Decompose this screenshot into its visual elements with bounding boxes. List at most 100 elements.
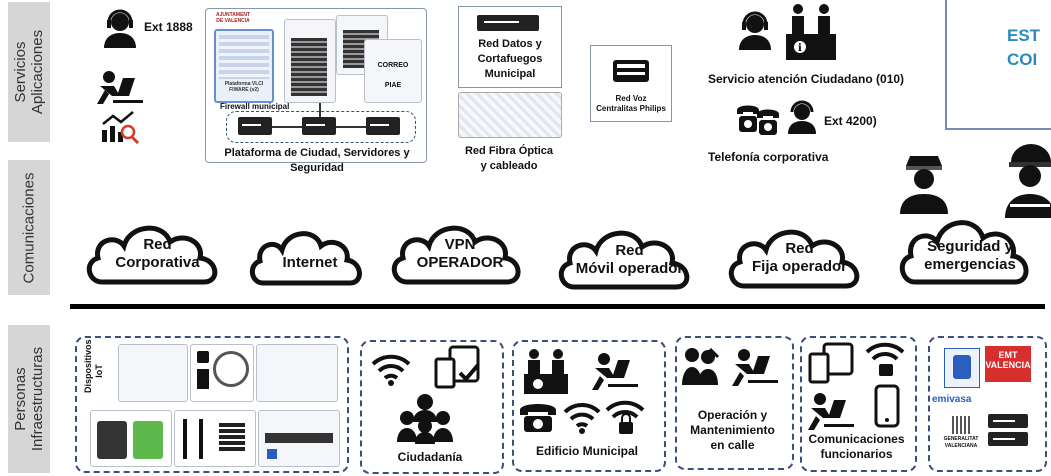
analytics-search-icon [102,111,140,144]
cloud-red-movil[interactable]: Red Móvil operador [552,222,707,297]
operacion-label: Operación y Mantenimiento en calle [690,408,775,452]
comunicaciones-funcionarios-label: Comunicaciones funcionarios [808,432,905,461]
cloud-shape-icon [728,229,860,289]
cloud-shape-icon [899,220,1029,285]
ayuntamiento-logo: AJUNTAMENT DE VALENCIA [216,12,251,24]
iot-sensor-thumbnail-1 [118,344,188,402]
cloud-shape-icon [558,230,690,290]
cloud-label-red-fija: Red Fija operador [751,240,848,275]
headset-agent-icon-3 [788,100,816,134]
strategy-callout: EST COI [945,0,1051,130]
telephone-icon [520,404,556,432]
person-computer-icon [97,71,143,104]
router-icon [477,15,539,31]
red-datos-label: Red Datos y Cortafuegos Municipal [477,38,543,80]
correo-label: CORREO [377,62,409,69]
generalitat-label: GENERALITAT VALENCIANA [943,436,979,449]
phone-switch-icon [613,60,649,82]
wifi-icon-2 [563,402,601,434]
edificio-municipal-group[interactable] [512,340,666,472]
cloud-red-corporativa[interactable]: Red Corporativa [80,212,235,292]
ext-1888-label: Ext 1888 [144,20,193,34]
band-personas: Personas Infraestructuras [8,325,50,473]
iot-sound-meter-thumbnail [190,344,254,402]
correo-piae-panel: CORREO PIAE [364,39,422,103]
server-icon-5 [988,432,1028,446]
cloud-red-fija[interactable]: Red Fija operador [722,216,877,296]
telephones-icon [737,105,779,135]
iot-lamps-thumbnail [174,410,256,467]
band-servicios: Servicios Aplicaciones [8,2,50,142]
smartphone-icon [874,384,900,428]
band-comunicaciones: Comunicaciones [8,160,50,295]
iot-parking-thumbnail [258,410,340,467]
ciudadania-group[interactable] [360,340,504,474]
organizations-group[interactable] [928,336,1047,472]
ext-4200-label: Ext 4200) [824,114,877,128]
firewall-label: Firewall municipal [220,102,290,111]
operacion-group[interactable] [675,336,794,470]
maintenance-workers-icon [682,347,720,385]
emivasa-label: emivasa [932,394,972,405]
server-icon-4 [988,414,1028,428]
cloud-shape-icon [250,231,362,286]
police-officer-icon [900,156,948,214]
ciudadania-label: Ciudadanía [397,450,463,464]
band-personas-label: Personas Infraestructuras [12,346,46,452]
iot-devices-group[interactable] [75,336,349,473]
server-icon-3 [366,117,400,135]
secure-wifi-icon-2 [865,342,905,376]
firefighter-icon [1005,144,1051,218]
red-voz-label: Red Voz Centralitas Philips [596,94,666,113]
red-fibra-label: Red Fibra Óptica y cableado [464,145,554,172]
fibra-map-thumbnail [458,92,562,138]
emt-logo: EMT VALENCIA [985,346,1031,382]
cloud-label-internet: Internet [282,254,338,271]
comunicaciones-funcionarios-group[interactable] [800,336,917,472]
piae-label: PIAE [384,82,402,89]
band-comunicaciones-label: Comunicaciones [20,172,38,283]
plataforma-ciudad-label: Plataforma de Ciudad, Servidores y Segur… [224,147,410,174]
band-servicios-label: Servicios Aplicaciones [12,29,46,115]
headset-agent-icon-2 [739,11,771,50]
edificio-municipal-label: Edificio Municipal [535,444,638,458]
emivasa-logo [944,348,980,388]
vlci-platform-screen: Plataforma VLCI FIWARE (v2) [214,29,274,103]
person-computer-icon-3 [732,349,778,386]
wifi-icon [371,354,411,386]
devices-icon [808,342,854,384]
cloud-seguridad[interactable]: Seguridad y emergencias [895,204,1045,292]
red-datos-panel[interactable]: Red Datos y Cortafuegos Municipal [458,6,562,88]
cloud-vpn-operador[interactable]: VPN OPERADOR [385,212,535,292]
cloud-label-seguridad: Seguridad y emergencias [924,238,1016,273]
telefonia-label: Telefonía corporativa [708,150,829,164]
server-icon-1 [238,117,272,135]
cloud-shape-icon [391,225,521,285]
cloud-internet[interactable]: Internet [245,218,375,293]
crowd-icon [397,394,453,444]
red-fibra-panel[interactable]: Red Fibra Óptica y cableado [458,92,562,177]
cloud-label-vpn: VPN OPERADOR [416,236,504,271]
devices-check-icon [434,345,480,389]
plataforma-ciudad-panel[interactable]: Plataforma VLCI FIWARE (v2) AJUNTAMENT D… [205,8,427,174]
server-cluster [226,111,416,143]
servicio-atencion-label: Servicio atención Ciudadano (010) [708,72,905,86]
iot-containers-thumbnail [90,410,172,467]
svg-text:i: i [798,43,802,54]
dispositivos-iot-label: Dispositivos IoT [83,339,104,393]
generalitat-logo: GENERALITAT VALENCIANA [942,416,980,456]
person-computer-icon-2 [592,353,638,390]
iot-sensor-thumbnail-2 [256,344,338,402]
headset-agent-icon [104,9,136,48]
server-rack-1 [284,19,336,103]
server-icon-2 [302,117,336,135]
cloud-shape-icon [86,225,218,285]
red-voz-panel[interactable]: Red Voz Centralitas Philips [590,45,672,122]
cloud-label-red-corporativa: Red Corporativa [115,236,200,271]
person-computer-icon-4 [808,393,854,430]
section-divider [70,304,1045,309]
callout-text: EST COI [1007,26,1041,69]
emt-label: EMT VALENCIA [985,350,1031,370]
cloud-label-red-movil: Red Móvil operador [575,242,684,277]
vlci-platform-label: Plataforma VLCI FIWARE (v2) [224,81,264,93]
